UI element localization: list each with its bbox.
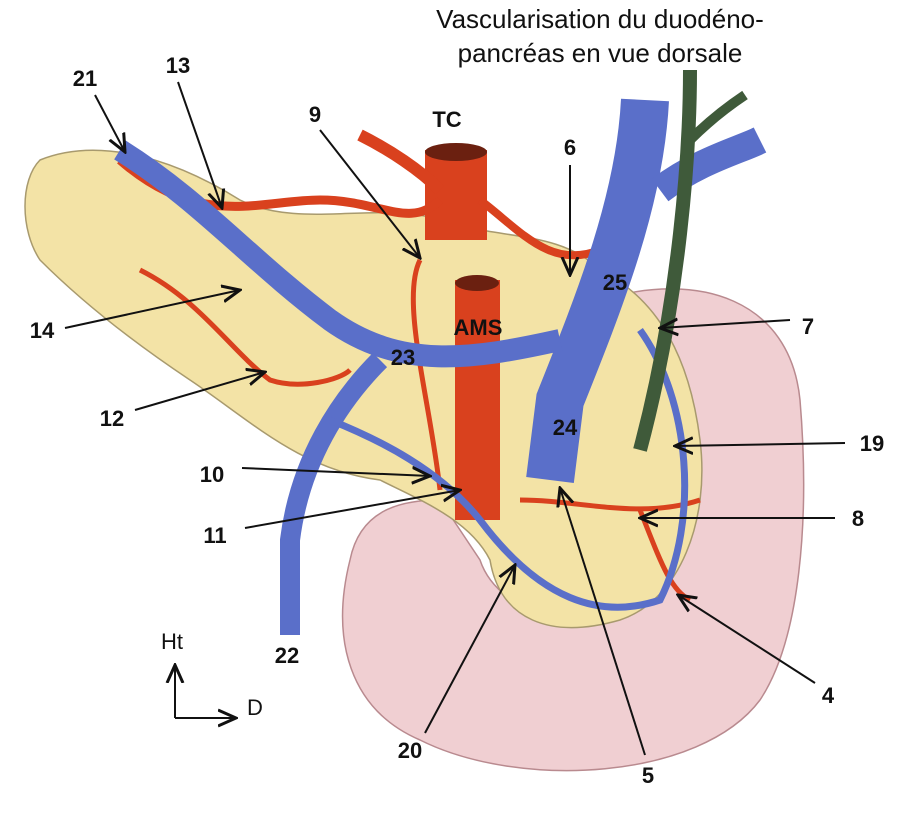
label-14: 14	[30, 318, 55, 343]
label-20: 20	[398, 738, 422, 763]
splenic-vein	[114, 140, 563, 368]
sma-lumen	[455, 275, 499, 291]
axis-up-label: Ht	[161, 629, 183, 654]
label-22: 22	[275, 643, 299, 668]
label-24: 24	[553, 415, 578, 440]
label-12: 12	[100, 406, 124, 431]
inferior-mesenteric-vein	[280, 352, 388, 635]
label-6: 6	[564, 135, 576, 160]
portal-vein	[526, 98, 669, 483]
label-9: 9	[309, 102, 321, 127]
hepatic-artery	[477, 196, 602, 260]
label-25: 25	[603, 270, 627, 295]
title-line-2: pancréas en vue dorsale	[457, 38, 743, 68]
label-13: 13	[166, 53, 190, 78]
label-8: 8	[852, 506, 864, 531]
title-line-1: Vascularisation du duodéno-	[436, 4, 764, 34]
label-10: 10	[200, 462, 224, 487]
label-ams: AMS	[454, 315, 503, 340]
common-bile-duct	[633, 69, 697, 452]
axis-right-label: D	[247, 695, 263, 720]
label-tc: TC	[432, 107, 461, 132]
label-11: 11	[203, 523, 226, 548]
label-23: 23	[391, 345, 415, 370]
label-21: 21	[73, 66, 97, 91]
superior-mesenteric-artery	[455, 280, 500, 520]
bile-duct-branch	[686, 90, 748, 144]
celiac-trunk-lumen	[425, 143, 487, 161]
diagram-title: Vascularisation du duodéno- pancréas en …	[380, 2, 820, 70]
label-arrows	[64, 81, 846, 756]
label-7: 7	[802, 314, 814, 339]
portal-vein-branch	[651, 127, 767, 202]
left-gastric-artery	[357, 129, 445, 195]
celiac-trunk	[425, 150, 487, 240]
label-19: 19	[860, 431, 884, 456]
label-4: 4	[822, 683, 835, 708]
label-5: 5	[642, 763, 654, 788]
